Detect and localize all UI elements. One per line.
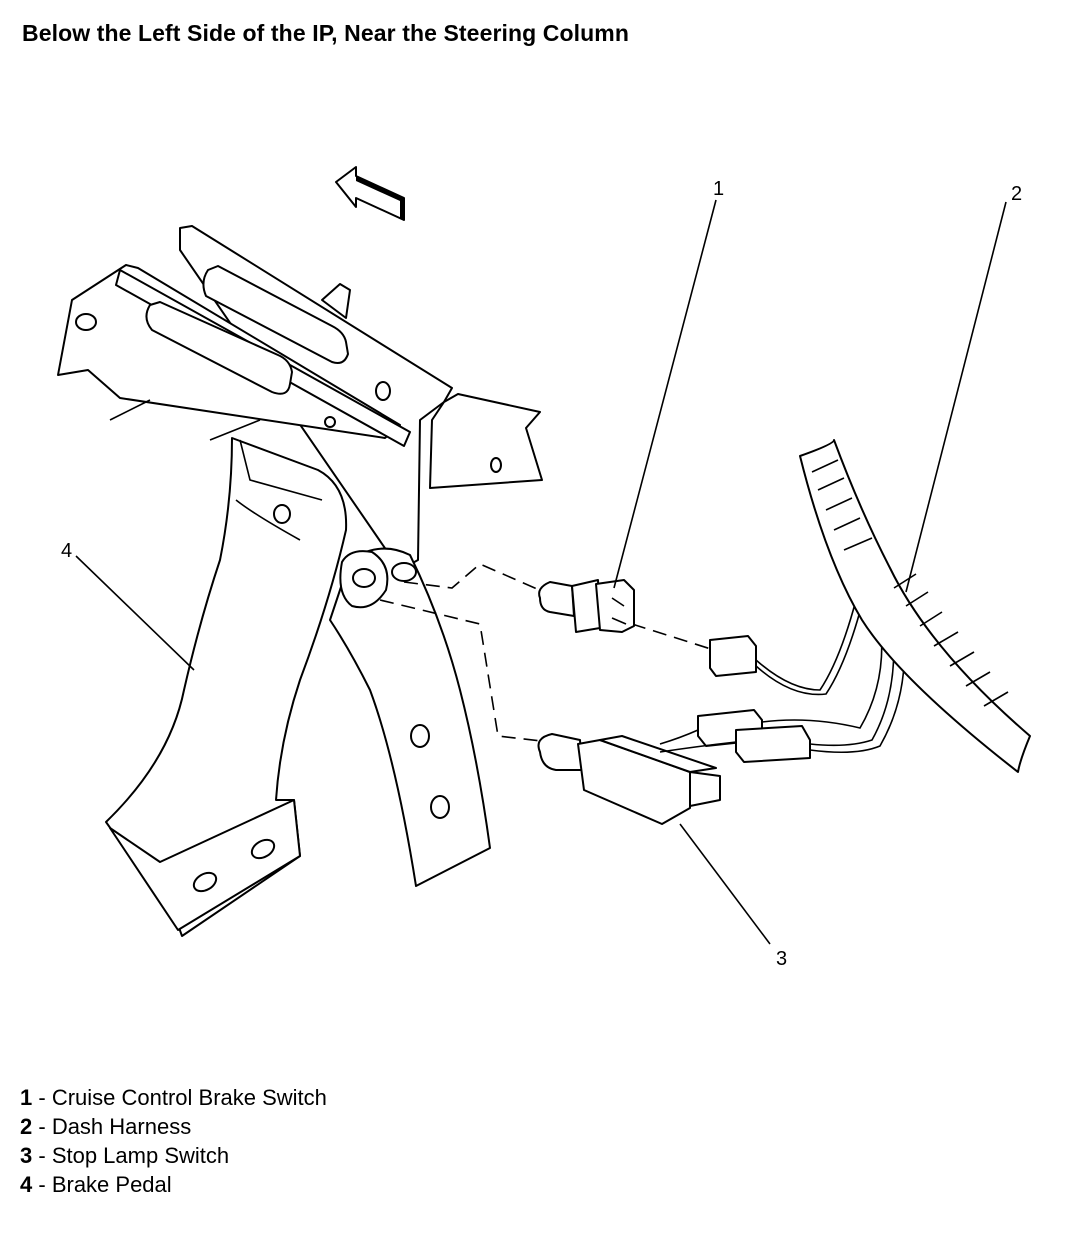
front-direction-arrow-icon xyxy=(335,166,405,221)
stop-lamp-switch xyxy=(537,733,721,825)
brake-pedal xyxy=(105,437,348,937)
legend-label: Stop Lamp Switch xyxy=(51,1143,230,1168)
legend-label: Cruise Control Brake Switch xyxy=(51,1085,327,1110)
legend-number: 4 xyxy=(20,1172,33,1197)
pedal-lower-mount xyxy=(329,547,491,887)
legend-item: 2 - Dash Harness xyxy=(20,1112,327,1141)
harness-connectors xyxy=(659,559,906,763)
legend-item: 4 - Brake Pedal xyxy=(20,1170,327,1199)
callout-number-3: 3 xyxy=(776,948,787,970)
callout-legend: 1 - Cruise Control Brake Switch 2 - Dash… xyxy=(20,1083,327,1199)
legend-separator: - xyxy=(32,1172,52,1197)
callout-leaders xyxy=(75,199,1007,945)
mounting-guide-lines xyxy=(379,563,715,743)
callout-number-1: 1 xyxy=(713,178,724,200)
page-title: Below the Left Side of the IP, Near the … xyxy=(22,20,629,46)
cruise-control-brake-switch xyxy=(538,579,635,633)
legend-item: 3 - Stop Lamp Switch xyxy=(20,1141,327,1170)
legend-label: Dash Harness xyxy=(51,1114,192,1139)
legend-number: 2 xyxy=(20,1114,33,1139)
legend-separator: - xyxy=(32,1143,52,1168)
legend-number: 1 xyxy=(20,1085,33,1110)
callout-number-2: 2 xyxy=(1011,183,1022,205)
legend-separator: - xyxy=(32,1114,52,1139)
legend-number: 3 xyxy=(20,1143,33,1168)
legend-separator: - xyxy=(32,1085,52,1110)
legend-label: Brake Pedal xyxy=(51,1172,172,1197)
brake-pedal-diagram: 1 2 3 4 xyxy=(57,166,1031,970)
dash-harness xyxy=(799,439,1031,773)
pedal-bracket xyxy=(57,225,543,571)
callout-number-4: 4 xyxy=(61,540,72,562)
legend-item: 1 - Cruise Control Brake Switch xyxy=(20,1083,327,1112)
